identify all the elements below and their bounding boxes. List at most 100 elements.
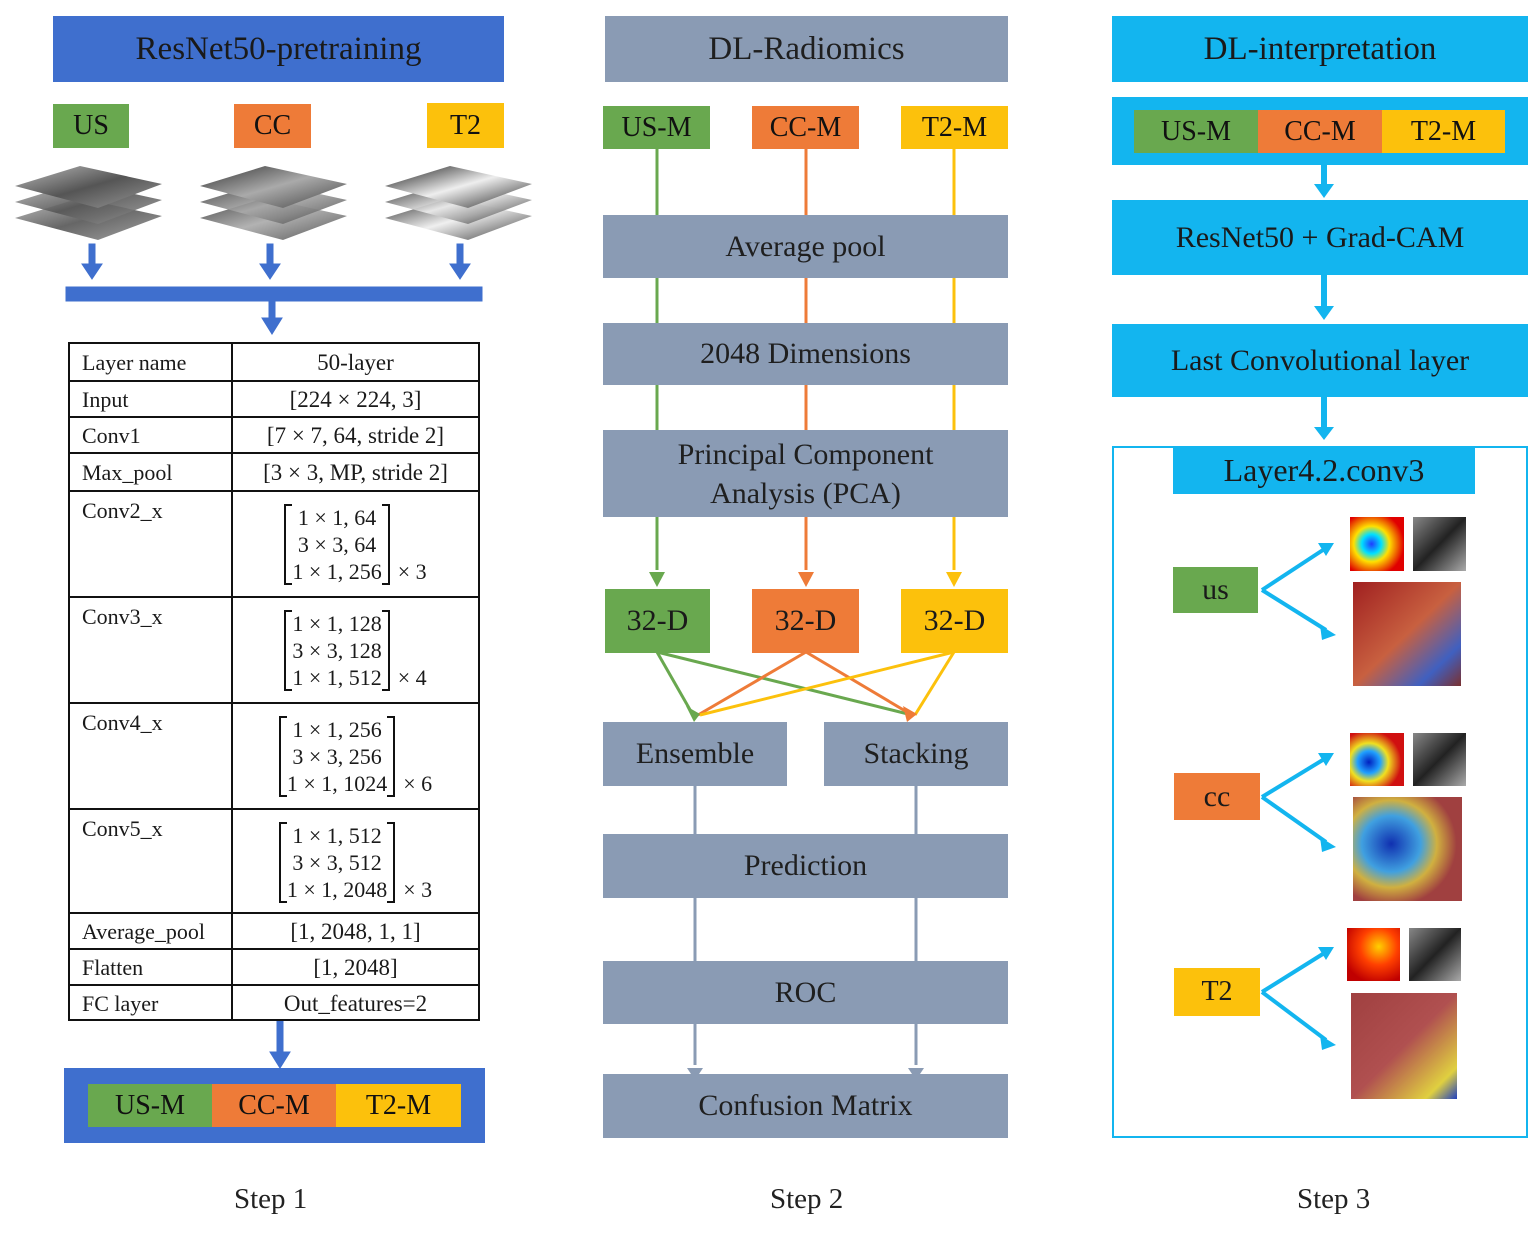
row-value: [3 × 3, MP, stride 2] xyxy=(263,460,448,485)
cc-m-output: CC-M xyxy=(212,1084,336,1127)
pca-line-2: Analysis (PCA) xyxy=(710,476,901,510)
cc-image-stack xyxy=(200,166,347,240)
step3-cc-m: CC-M xyxy=(1258,110,1382,153)
dimensions-box: 2048 Dimensions xyxy=(603,323,1008,385)
cc-tag: CC xyxy=(234,104,311,148)
row-value: [7 × 7, 64, stride 2] xyxy=(266,423,445,448)
table-row: Average_pool [1, 2048, 1, 1] xyxy=(70,912,478,948)
cc-overlay xyxy=(1353,797,1462,901)
step2-label: Step 2 xyxy=(770,1183,844,1215)
us-gray-thumb xyxy=(1413,517,1466,571)
last-conv-layer-box: Last Convolutional layer xyxy=(1112,324,1528,397)
pca-box: Principal Component Analysis (PCA) xyxy=(603,430,1008,517)
t2-image-stack xyxy=(385,166,532,240)
resnet-architecture-table: Layer name 50-layer Input [224 × 224, 3]… xyxy=(68,342,480,1021)
us-32d-box: 32-D xyxy=(605,589,710,653)
cc-32d-box: 32-D xyxy=(752,589,859,653)
step3-label: Step 3 xyxy=(1297,1183,1371,1215)
matrix-line: 1 × 1, 2048 xyxy=(286,877,388,902)
header-50-layer: 50-layer xyxy=(317,350,394,375)
matrix-line: 3 × 3, 64 xyxy=(297,532,377,557)
table-row: Conv1 [7 × 7, 64, stride 2] xyxy=(70,416,478,452)
step3-us-m: US-M xyxy=(1134,110,1258,153)
step3-title: DL-interpretation xyxy=(1112,16,1528,82)
pca-line-1: Principal Component xyxy=(677,437,934,471)
cc-modality-tag: cc xyxy=(1174,773,1260,820)
us-m-output: US-M xyxy=(88,1084,212,1127)
matrix-line: 1 × 1, 256 xyxy=(292,717,382,742)
step2-us-m-input: US-M xyxy=(603,106,710,149)
matrix-line: 1 × 1, 128 xyxy=(292,611,382,636)
multiplier: × 3 xyxy=(397,559,427,584)
us-image-stack xyxy=(15,166,162,240)
confusion-matrix-box: Confusion Matrix xyxy=(603,1074,1008,1138)
step3-t2-m: T2-M xyxy=(1382,110,1505,153)
gradcam-images xyxy=(1347,517,1466,1099)
cc-gray-thumb xyxy=(1413,733,1466,786)
step2-cc-m-input: CC-M xyxy=(752,106,859,149)
stacking-box: Stacking xyxy=(824,722,1008,786)
step2-t2-m-input: T2-M xyxy=(901,106,1008,149)
t2-tag: T2 xyxy=(427,103,504,148)
gradcam-box: ResNet50 + Grad-CAM xyxy=(1112,200,1528,275)
matrix-line: 1 × 1, 512 xyxy=(292,665,382,690)
row-name: Average_pool xyxy=(82,919,205,944)
us-heatmap-thumb xyxy=(1350,517,1404,571)
step2-title: DL-Radiomics xyxy=(605,16,1008,82)
row-name: Conv1 xyxy=(82,423,141,448)
t2-heatmap-thumb xyxy=(1347,928,1400,981)
multiplier: × 3 xyxy=(403,877,433,902)
table-row: FC layer Out_features=2 xyxy=(70,984,478,1019)
row-name: Conv3_x xyxy=(82,604,163,629)
matrix-line: 3 × 3, 512 xyxy=(292,850,382,875)
multiplier: × 6 xyxy=(403,771,433,796)
row-name: Conv2_x xyxy=(82,498,163,523)
table-row: Flatten [1, 2048] xyxy=(70,948,478,984)
row-value: [1, 2048] xyxy=(313,955,398,980)
matrix-line: 1 × 1, 64 xyxy=(297,505,377,530)
row-name: Max_pool xyxy=(82,460,173,485)
t2-32d-box: 32-D xyxy=(901,589,1008,653)
matrix-line: 1 × 1, 1024 xyxy=(286,771,388,796)
multiplier: × 4 xyxy=(397,665,427,690)
t2-overlay xyxy=(1351,993,1457,1099)
table-column-separator xyxy=(231,344,233,1019)
row-name: Input xyxy=(82,387,129,412)
matrix-line: 1 × 1, 256 xyxy=(292,559,382,584)
step1-arrows xyxy=(65,243,483,1069)
t2-modality-tag: T2 xyxy=(1174,968,1260,1016)
table-row: Max_pool [3 × 3, MP, stride 2] xyxy=(70,452,478,490)
row-name: FC layer xyxy=(82,991,159,1016)
header-layer-name: Layer name xyxy=(82,350,187,375)
roc-box: ROC xyxy=(603,961,1008,1024)
matrix-line: 3 × 3, 128 xyxy=(292,638,382,663)
step3-arrows xyxy=(1260,165,1336,1050)
t2-gray-thumb xyxy=(1409,928,1461,981)
row-value: [1, 2048, 1, 1] xyxy=(290,919,421,944)
us-overlay xyxy=(1353,582,1461,686)
ensemble-box: Ensemble xyxy=(603,722,787,786)
cc-heatmap-thumb xyxy=(1350,733,1404,786)
table-row: Input [224 × 224, 3] xyxy=(70,380,478,416)
step1-label: Step 1 xyxy=(234,1183,308,1215)
us-tag: US xyxy=(53,104,129,148)
layer-name-box: Layer4.2.conv3 xyxy=(1173,446,1475,494)
row-name: Flatten xyxy=(82,955,144,980)
row-value: [224 × 224, 3] xyxy=(289,387,422,412)
row-name: Conv4_x xyxy=(82,710,163,735)
row-value: Out_features=2 xyxy=(283,991,428,1016)
matrix-line: 1 × 1, 512 xyxy=(292,823,382,848)
matrix-line: 3 × 3, 256 xyxy=(292,744,382,769)
prediction-box: Prediction xyxy=(603,834,1008,898)
row-name: Conv5_x xyxy=(82,816,163,841)
table-header-row: Layer name 50-layer xyxy=(70,344,478,380)
t2-m-output: T2-M xyxy=(336,1084,461,1127)
